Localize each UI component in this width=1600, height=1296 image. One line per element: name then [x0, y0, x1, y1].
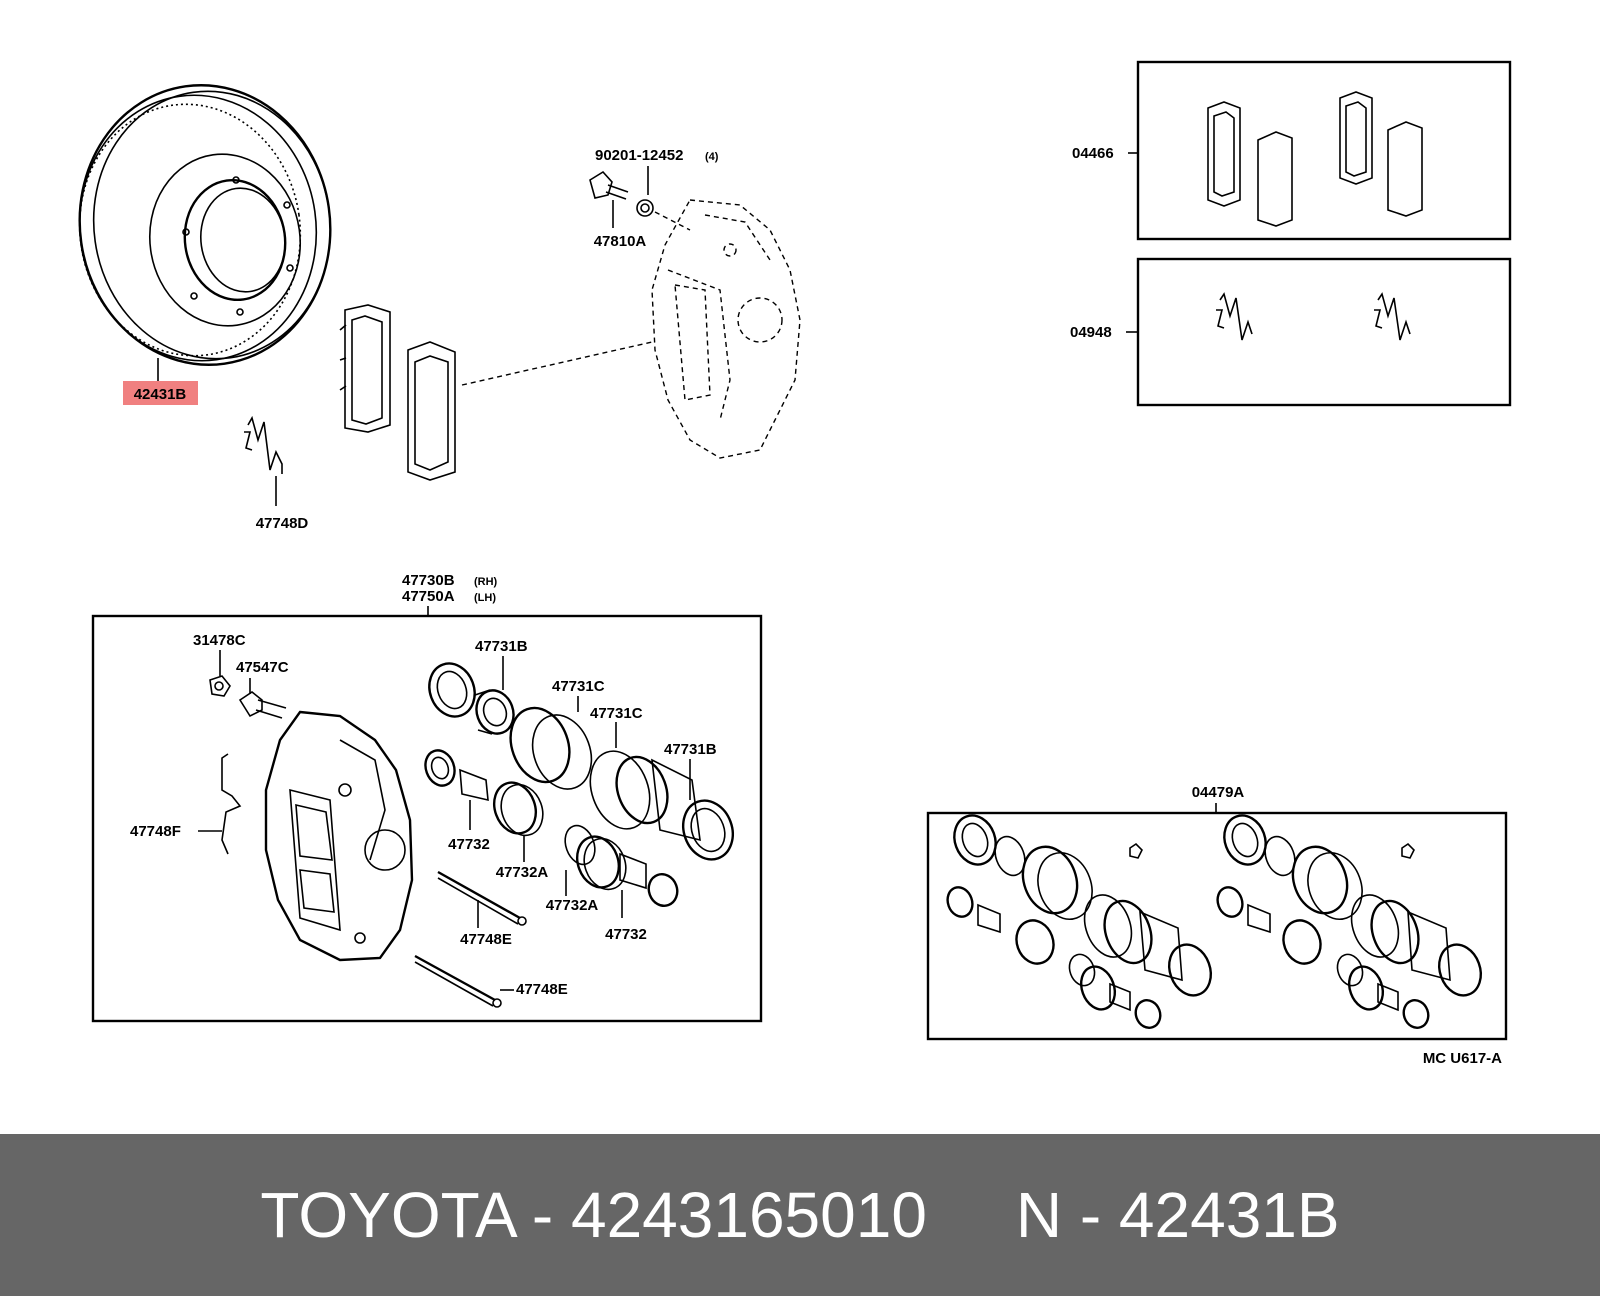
rotor-highlight: [123, 381, 198, 405]
seal-c1[interactable]: [501, 700, 602, 798]
bleeder-screw[interactable]: [238, 691, 287, 719]
pad-guide-line: [461, 341, 653, 386]
bolt-qty-label: (4): [705, 151, 719, 163]
pad-pin-2[interactable]: [414, 954, 502, 1008]
piston-small-1[interactable]: [421, 746, 550, 841]
seal-c2-label[interactable]: 47731C: [590, 705, 643, 722]
spring-clip-label[interactable]: 47748D: [256, 515, 309, 532]
pad-kit-box: [1136, 60, 1512, 241]
caliper-lh-label[interactable]: 47750A: [402, 588, 455, 605]
cylinder-kit-right[interactable]: [1214, 810, 1488, 1032]
piston1-label[interactable]: 47732: [448, 836, 490, 853]
shim-kit-parts[interactable]: [1216, 292, 1411, 341]
caliper-rh-label[interactable]: 47730B: [402, 572, 455, 589]
pad-clip-f[interactable]: [221, 753, 242, 855]
piston-large[interactable]: [580, 743, 701, 842]
shim-kit-box: [1136, 257, 1512, 407]
cyl-kit-label[interactable]: 04479A: [1192, 784, 1245, 801]
caliper-outline[interactable]: [651, 199, 801, 459]
brake-pads[interactable]: [339, 304, 456, 481]
cylinder-kit-left[interactable]: [944, 810, 1218, 1032]
pad-kit-label[interactable]: 04466: [1072, 145, 1114, 162]
piston-a1-label[interactable]: 47732A: [496, 864, 549, 881]
cylinder-kit-box: [926, 811, 1508, 1041]
rh-label: (RH): [474, 576, 498, 588]
rotor-label[interactable]: 42431B: [134, 386, 187, 403]
clip-f-label[interactable]: 47748F: [130, 823, 181, 840]
piston-small-2[interactable]: [560, 821, 682, 909]
bolt-label[interactable]: 90201-12452: [595, 147, 683, 164]
part-number-footer: TOYOTA - 4243165010 N - 42431B: [0, 1134, 1600, 1296]
bleeder-label[interactable]: 47547C: [236, 659, 289, 676]
caliper-bolt[interactable]: [589, 170, 654, 217]
brake-rotor[interactable]: [62, 69, 349, 383]
diagram-ref-label: MC U617-A: [1423, 1050, 1502, 1067]
lh-label: (LH): [474, 592, 496, 604]
seal-b2-label[interactable]: 47731B: [664, 741, 717, 758]
anti-rattle-spring[interactable]: [244, 415, 283, 506]
piston2-label[interactable]: 47732: [605, 926, 647, 943]
seal-b1[interactable]: [422, 657, 519, 739]
seal-c1-label[interactable]: 47731C: [552, 678, 605, 695]
parts-diagram: 42431B 47748D 90201-12452 (4) 47810A 044…: [62, 60, 1512, 1067]
pin1-label[interactable]: 47748E: [460, 931, 512, 948]
cap-label[interactable]: 31478C: [193, 632, 246, 649]
footer-title: TOYOTA - 4243165010 N - 42431B: [260, 1179, 1340, 1251]
piston-a2-label[interactable]: 47732A: [546, 897, 599, 914]
seal-b2[interactable]: [675, 794, 741, 867]
pad-kit-parts[interactable]: [1207, 91, 1423, 227]
caliper-body[interactable]: [264, 710, 414, 962]
shim-kit-label[interactable]: 04948: [1070, 324, 1112, 341]
bolt-part-label[interactable]: 47810A: [594, 233, 647, 250]
pin2-label[interactable]: 47748E: [516, 981, 568, 998]
seal-b1-label[interactable]: 47731B: [475, 638, 528, 655]
bleeder-cap[interactable]: [209, 675, 231, 697]
caliper-assembly-box: [91, 614, 763, 1023]
